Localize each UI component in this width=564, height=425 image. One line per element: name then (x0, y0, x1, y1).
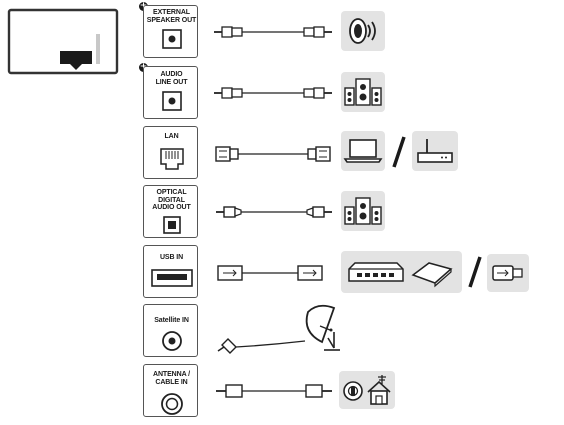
hard-drive-device (341, 251, 462, 293)
separator-slash (468, 256, 482, 288)
external-hard-drive-icon (348, 262, 453, 288)
port-satellite-in[interactable]: Satellite IN (143, 304, 198, 357)
port-label: LAN (164, 133, 179, 140)
audio-system-icon (344, 78, 382, 106)
audio-cable-icon (214, 87, 332, 99)
port-label: Satellite IN (154, 317, 189, 324)
port-label: EXTERNAL SPEAKER OUT (146, 9, 197, 24)
lan-cable-icon (215, 146, 331, 162)
satellite-dish-icon (305, 304, 340, 351)
port-label: USB IN (159, 254, 184, 261)
router-icon (417, 139, 453, 163)
separator-slash (392, 136, 406, 168)
satellite-cable-icon (217, 338, 306, 354)
port-audio-line-out[interactable]: AUDIO LINE OUT (143, 66, 198, 119)
audio-system-device (341, 191, 385, 231)
port-antenna-cable-in[interactable]: ANTENNA / CABLE IN (143, 364, 198, 417)
audio-jack-icon (162, 29, 182, 49)
port-label: AUDIO LINE OUT (155, 71, 188, 86)
port-label: OPTICAL DIGITAL AUDIO OUT (152, 189, 191, 211)
ethernet-port-icon (160, 148, 184, 170)
tv-back-icon (7, 8, 119, 75)
antenna-device (339, 371, 395, 409)
port-optical-digital-audio-out[interactable]: OPTICAL DIGITAL AUDIO OUT (143, 185, 198, 238)
router-device (412, 131, 458, 171)
antenna-house-icon (343, 375, 391, 405)
audio-cable-icon (214, 26, 332, 38)
usb-cable-icon (217, 265, 323, 281)
laptop-icon (343, 139, 383, 163)
coax-port-icon (162, 331, 182, 351)
coax-port-icon (161, 393, 183, 415)
port-label: ANTENNA / CABLE IN (153, 371, 190, 386)
port-external-speaker-out[interactable]: EXTERNAL SPEAKER OUT (143, 5, 198, 58)
usb-drive-device (487, 254, 529, 292)
usb-flash-drive-icon (492, 265, 523, 281)
audio-system-device (341, 72, 385, 112)
speaker-sound-icon (349, 18, 376, 44)
audio-jack-icon (162, 91, 182, 111)
laptop-device (341, 131, 385, 171)
optical-cable-icon (216, 206, 332, 218)
port-usb-in[interactable]: USB IN (143, 245, 198, 298)
antenna-cable-icon (216, 384, 332, 398)
port-lan[interactable]: LAN (143, 126, 198, 179)
speaker-device (341, 11, 385, 51)
usb-port-icon (151, 269, 193, 287)
optical-port-icon (163, 216, 181, 234)
audio-system-icon (344, 197, 382, 225)
